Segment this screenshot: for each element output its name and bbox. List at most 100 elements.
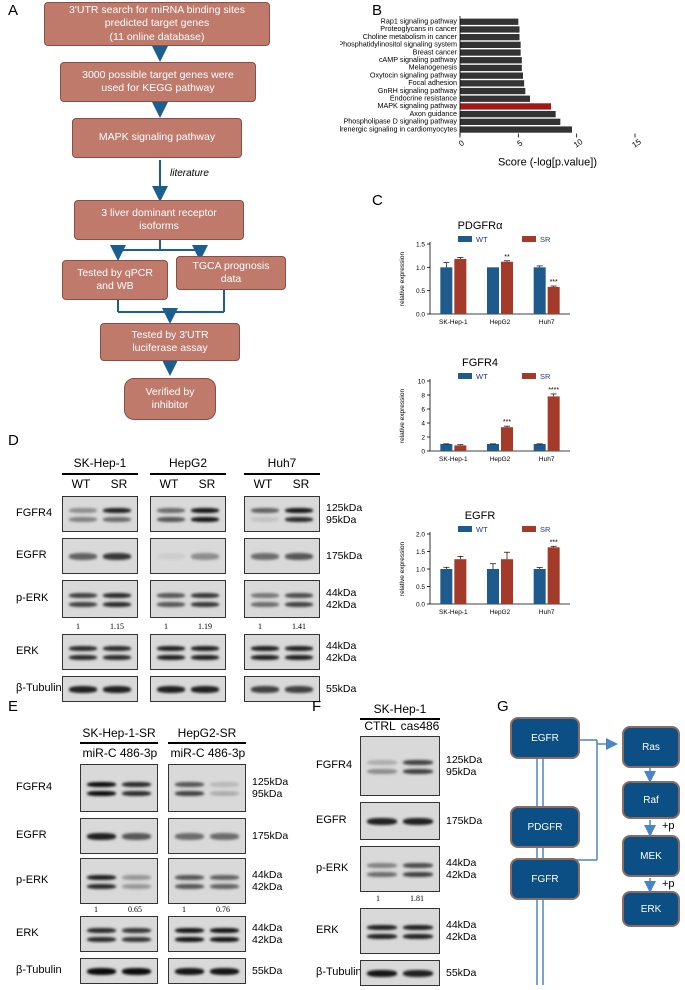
cell-line-header: HepG2: [168, 456, 208, 470]
bar: [454, 559, 467, 604]
blot-band: [175, 884, 204, 889]
densitometry-value: 1: [376, 894, 380, 903]
x-tick-label: HepG2: [490, 609, 511, 616]
kegg-bar: [460, 49, 521, 56]
y-tick-label: 0.0: [416, 312, 425, 319]
blot-strip: [150, 676, 226, 702]
x-tick-label: Huh7: [539, 456, 555, 463]
pathway-node-mek: MEK: [622, 835, 680, 877]
blot-row-label: p-ERK: [316, 862, 349, 874]
pathway-node-raf: Raf: [622, 781, 680, 819]
molecular-weight-label: 44kDa 42kDa: [446, 857, 477, 881]
blot-strip: [80, 858, 158, 904]
kegg-category-label: Endocrine resistance: [390, 94, 457, 103]
blot-band: [250, 517, 280, 522]
legend-swatch: [522, 373, 536, 379]
kegg-category-label: Rap1 signaling pathway: [381, 17, 458, 26]
blot-band: [175, 833, 204, 840]
blot-band: [87, 937, 116, 942]
blot-band: [250, 646, 280, 651]
kegg-x-tick-label: 10: [572, 137, 585, 150]
blot-strip: [168, 858, 246, 904]
bar: [487, 444, 499, 451]
legend-label: SR: [540, 372, 551, 381]
significance-mark: ***: [550, 539, 558, 546]
blot-band: [68, 593, 98, 598]
blot-band: [68, 517, 98, 522]
blot-band: [367, 769, 397, 774]
blot-band: [250, 655, 280, 660]
blot-band: [284, 553, 314, 560]
x-tick-label: HepG2: [490, 456, 511, 463]
flowchart-arrows: [110, 46, 225, 376]
kegg-bar: [460, 34, 520, 41]
y-axis-label: relative expression: [399, 542, 406, 597]
blot-band: [284, 655, 314, 660]
y-tick-label: 0.0: [416, 602, 425, 609]
y-tick-label: 0.5: [416, 584, 425, 591]
y-tick-label: 4: [421, 421, 425, 428]
panel-label-a: A: [8, 2, 19, 19]
panel-label-c: C: [372, 192, 383, 209]
blot-band: [210, 875, 239, 880]
lane-header: miR-C: [82, 746, 117, 760]
blot-strip: [360, 802, 440, 840]
kegg-bar: [460, 57, 522, 64]
panel-label-d: D: [8, 432, 19, 449]
pathway-node-egfr: EGFR: [510, 717, 580, 759]
blot-band: [87, 928, 116, 933]
blot-band: [68, 553, 98, 560]
blot-band: [175, 782, 204, 787]
lane-header: CTRL: [364, 719, 396, 733]
x-tick-label: Huh7: [539, 609, 555, 616]
blot-band: [210, 782, 239, 787]
significance-mark: **: [504, 254, 510, 261]
y-tick-label: 0.5: [416, 288, 425, 295]
blot-band: [250, 553, 280, 560]
molecular-weight-label: 55kDa: [326, 683, 357, 695]
pathway-node-fgfr: FGFR: [510, 858, 580, 900]
kegg-category-label: Proteoglycans in cancer: [380, 24, 457, 33]
blot-band: [122, 875, 151, 880]
legend-label: SR: [540, 525, 551, 534]
lane-header: 486-3p: [207, 746, 246, 760]
blot-band: [367, 872, 397, 877]
blot-band: [190, 508, 220, 513]
blot-band: [68, 508, 98, 513]
lane-header: WT: [71, 477, 91, 491]
blot-strip: [244, 676, 320, 702]
blot-band: [102, 646, 132, 651]
cell-line-header: Huh7: [267, 456, 297, 470]
blot-strip: [360, 846, 440, 892]
y-tick-label: 2: [421, 435, 425, 442]
flow-box-kegg: 3000 possible target genes were used for…: [60, 62, 256, 102]
blot-band: [210, 937, 239, 942]
blot-strip: [168, 958, 246, 984]
blot-band: [210, 791, 239, 796]
blot-strip: [62, 676, 138, 702]
molecular-weight-label: 125kDa 95kDa: [252, 776, 289, 800]
blot-band: [284, 602, 314, 607]
blot-row-label: EGFR: [16, 829, 47, 841]
legend-swatch: [458, 236, 472, 242]
blot-strip: [168, 916, 246, 952]
molecular-weight-label: 175kDa: [326, 550, 363, 562]
blot-band: [122, 833, 151, 840]
blot-band: [190, 517, 220, 522]
blot-band: [156, 646, 186, 651]
blot-row-label: FGFR4: [16, 781, 53, 793]
blot-strip: [244, 634, 320, 670]
blot-strip: [80, 818, 158, 854]
blot-band: [87, 791, 116, 796]
blot-band: [175, 937, 204, 942]
cell-header-underline: [80, 742, 158, 744]
cell-header-underline: [244, 473, 320, 475]
lane-header: WT: [159, 477, 179, 491]
flow-box-luciferase: Tested by 3'UTR luciferase assay: [100, 323, 240, 361]
blot-band: [87, 968, 116, 975]
blot-band: [156, 655, 186, 660]
blot-strip: [360, 960, 440, 986]
y-tick-label: 8: [421, 393, 425, 400]
blot-row-label: FGFR4: [316, 759, 353, 771]
blot-band: [284, 686, 314, 693]
